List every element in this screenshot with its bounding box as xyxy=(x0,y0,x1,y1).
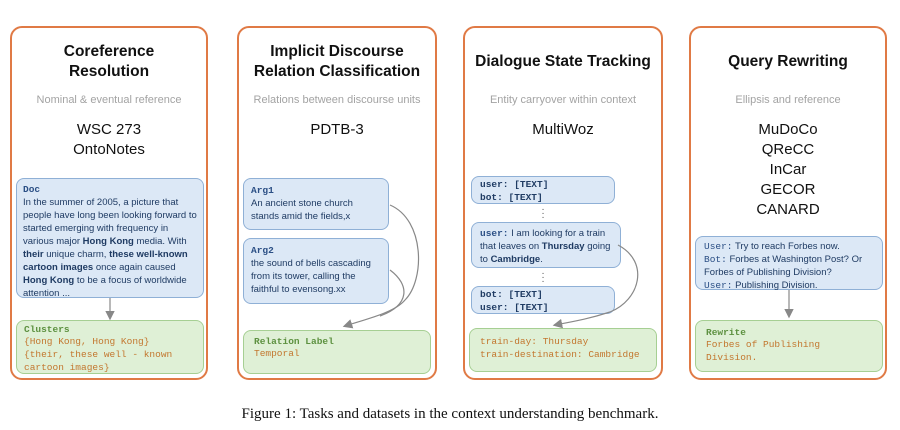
dataset-wsc: WSC 273 xyxy=(76,121,142,138)
dialogue-turn-3: User: Publishing Division. xyxy=(704,279,874,292)
relation-label-box: Relation Label Temporal xyxy=(243,330,431,374)
rewrite-box: Rewrite Forbes of Publishing Division. xyxy=(695,320,883,372)
arg1-box: Arg1 An ancient stone church stands amid… xyxy=(243,178,389,230)
panel-title-line1: Coreference xyxy=(63,43,155,60)
dataset-mudoco: MuDoCo xyxy=(758,121,818,138)
relation-label-tag: Relation Label xyxy=(254,336,334,347)
cluster-1: {Hong Kong, Hong Kong} xyxy=(24,336,150,347)
dataset-gecor: GECOR xyxy=(760,181,816,198)
user-text-day: Thursday xyxy=(541,241,585,252)
panel-title: Dialogue State Tracking xyxy=(475,53,651,70)
ellipsis-dots: ··· xyxy=(541,204,545,223)
panel-discourse: Implicit Discourse Relation Classificati… xyxy=(237,26,437,380)
user-text-pre: I am looking for a train that leaves on xyxy=(480,228,606,252)
doc-segment: In the summer of 2005, a picture that pe… xyxy=(23,197,197,247)
doc-text: In the summer of 2005, a picture that pe… xyxy=(23,196,197,300)
panel-query-rewriting: Query Rewriting Ellipsis and reference M… xyxy=(689,26,887,380)
turn-top-user: user: [TEXT] xyxy=(480,179,549,190)
doc-segment: to be a focus of worldwide attention ... xyxy=(23,275,187,299)
dialogue-turn-2: Bot: Forbes at Washington Post? Or Forbe… xyxy=(704,253,874,279)
arg1-tag: Arg1 xyxy=(251,185,274,196)
dialogue-turn-1: User: Try to reach Forbes now. xyxy=(704,240,874,253)
figure-caption: Figure 1: Tasks and datasets in the cont… xyxy=(241,406,659,422)
speaker-bot: Bot: xyxy=(704,254,727,265)
panel-title-line2: Resolution xyxy=(68,63,150,80)
doc-segment: media. With xyxy=(133,236,187,247)
dataset-qrecc: QReCC xyxy=(761,141,815,158)
speaker-user: User: xyxy=(704,280,733,291)
dialogue-box: User: Try to reach Forbes now. Bot: Forb… xyxy=(695,236,883,292)
dataset-pdtb: PDTB-3 xyxy=(310,121,364,138)
panel-coreference: Coreference Resolution Nominal & eventua… xyxy=(10,26,208,380)
doc-mention: Hong Kong xyxy=(23,275,75,286)
arg1-text: An ancient stone church stands amid the … xyxy=(251,198,353,222)
doc-mention: their xyxy=(23,249,44,260)
state-box: train-day: Thursday train-destination: C… xyxy=(469,328,657,372)
arg2-tag: Arg2 xyxy=(251,245,274,256)
panel-title-line1: Implicit Discourse xyxy=(270,43,404,60)
dataset-incar: InCar xyxy=(769,161,807,178)
ellipsis-dots: ··· xyxy=(541,268,545,287)
panel-title-line2: Relation Classification xyxy=(253,63,421,80)
rewrite-tag: Rewrite xyxy=(706,327,746,338)
turn-text: Publishing Division. xyxy=(735,280,818,291)
turn-bottom-bot: bot: [TEXT] xyxy=(480,289,543,300)
panel-title: Query Rewriting xyxy=(728,53,848,70)
user-turn-box: user: I am looking for a train that leav… xyxy=(471,222,621,268)
cluster-2: {their, these well - known cartoon image… xyxy=(24,349,173,373)
arg2-arrow xyxy=(379,269,405,317)
clusters-box: Clusters {Hong Kong, Hong Kong} {their, … xyxy=(16,320,204,374)
turn-top-bot: bot: [TEXT] xyxy=(480,192,543,203)
panel-subtitle: Ellipsis and reference xyxy=(735,94,841,106)
doc-segment: once again caused xyxy=(93,262,176,273)
doc-box: Doc In the summer of 2005, a picture tha… xyxy=(16,178,204,300)
turn-top-box: user: [TEXT] bot: [TEXT] xyxy=(471,176,615,204)
dataset-multiwoz: MultiWoz xyxy=(532,121,594,138)
turn-bottom-box: bot: [TEXT] user: [TEXT] xyxy=(471,286,615,314)
arg2-box: Arg2 the sound of bells cascading from i… xyxy=(243,238,389,304)
clusters-tag: Clusters xyxy=(24,324,70,335)
turn-bottom-user: user: [TEXT] xyxy=(480,302,549,313)
arg1-arrow xyxy=(342,204,420,329)
dataset-ontonotes: OntoNotes xyxy=(73,141,145,158)
doc-segment: unique charm, xyxy=(43,249,110,260)
user-text-dest: Cambridge xyxy=(490,254,541,265)
relation-value: Temporal xyxy=(254,348,300,359)
dataset-canard: CANARD xyxy=(756,201,820,218)
state-destination: train-destination: Cambridge xyxy=(480,349,640,360)
dst-arrow xyxy=(552,244,639,329)
rewrite-value: Forbes of Publishing Division. xyxy=(706,339,821,363)
panel-subtitle: Relations between discourse units xyxy=(253,94,421,106)
doc-tag: Doc xyxy=(23,184,41,195)
arg2-text: the sound of bells cascading from its to… xyxy=(251,258,371,295)
state-day: train-day: Thursday xyxy=(480,336,589,347)
turn-text: Forbes at Washington Post? Or Forbes of … xyxy=(704,254,863,278)
user-text-end: . xyxy=(540,254,543,265)
turn-text: Try to reach Forbes now. xyxy=(734,241,840,252)
panel-subtitle: Nominal & eventual reference xyxy=(36,94,182,106)
user-text-mid: going to xyxy=(480,241,611,265)
doc-mention: these well-known cartoon images xyxy=(23,249,188,273)
panel-subtitle: Entity carryover within context xyxy=(489,94,637,106)
user-label: user: xyxy=(480,228,509,239)
doc-mention: Hong Kong xyxy=(82,236,134,247)
speaker-user: User: xyxy=(704,241,733,252)
